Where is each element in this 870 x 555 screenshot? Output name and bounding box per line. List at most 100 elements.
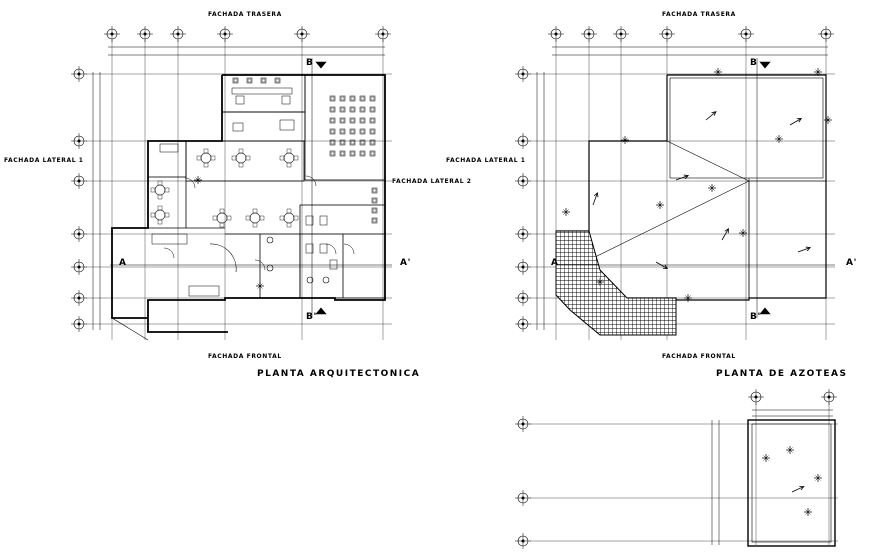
chair (349, 150, 356, 157)
chair (369, 117, 376, 124)
level-marker (596, 278, 604, 286)
front-facade-label: FACHADA FRONTAL (208, 353, 282, 360)
sink (322, 276, 330, 284)
table-set (196, 148, 216, 168)
slope-arrow (675, 174, 690, 181)
small-roof-plan (515, 389, 838, 549)
toilet (319, 243, 328, 254)
chair (359, 150, 366, 157)
roof-rear-facade-label: FACHADA TRASERA (662, 11, 736, 18)
slope-arrow (705, 111, 717, 121)
section-a-marker: A (119, 258, 127, 268)
desk (159, 143, 179, 153)
architectural-plan-title: PLANTA ARQUITECTONICA (257, 369, 421, 379)
level-marker (814, 474, 822, 482)
rear-facade-label: FACHADA TRASERA (208, 11, 282, 18)
level-marker (775, 135, 783, 143)
grid-bubble (71, 66, 87, 82)
door-swing (184, 177, 196, 189)
chair (232, 77, 239, 84)
section-a-prime-marker: A' (400, 258, 411, 268)
grid-bubble (515, 533, 531, 549)
grid-bubble (137, 26, 153, 42)
chair (359, 128, 366, 135)
grid-bubble (515, 226, 531, 242)
section-arrow (315, 307, 327, 315)
grid-bubble (515, 259, 531, 275)
chair (329, 139, 336, 146)
access-line (111, 317, 149, 341)
grid-bubble (71, 316, 87, 332)
level-marker (762, 454, 770, 462)
grid-bubble (738, 26, 754, 42)
grid-bubble (104, 26, 120, 42)
chair (359, 95, 366, 102)
grid-bubble (515, 490, 531, 506)
section-arrow (759, 61, 771, 69)
chair (349, 139, 356, 146)
grid-bubble (71, 173, 87, 189)
table-set (279, 148, 299, 168)
chair (339, 95, 346, 102)
desk (279, 119, 295, 131)
level-marker (804, 508, 812, 516)
table-set (212, 208, 232, 228)
table-set (279, 208, 299, 228)
chair (371, 187, 378, 194)
level-marker (656, 201, 664, 209)
chair (371, 207, 378, 214)
classroom (304, 74, 386, 181)
grid-bubble (515, 133, 531, 149)
chair (349, 95, 356, 102)
level-marker (739, 229, 747, 237)
sink (306, 276, 314, 284)
chair (371, 217, 378, 224)
curved-wall (209, 243, 237, 273)
chair (349, 128, 356, 135)
chair (339, 150, 346, 157)
roof-lateral-facade-1-label: FACHADA LATERAL 1 (446, 157, 526, 164)
grid-bubble (170, 26, 186, 42)
office-mid (221, 111, 306, 142)
lateral-facade-1-label: FACHADA LATERAL 1 (4, 157, 84, 164)
level-marker (714, 68, 722, 76)
chair (369, 139, 376, 146)
grid-bubble (821, 389, 837, 405)
door-swing (325, 243, 337, 255)
grid-bubble (581, 26, 597, 42)
roof-ridge (666, 140, 750, 182)
toilet (329, 259, 338, 270)
level-marker (684, 294, 692, 302)
chair (339, 106, 346, 113)
grid-bubble (515, 66, 531, 82)
desk (231, 87, 293, 95)
small-roof-inner (751, 423, 832, 543)
chair (371, 197, 378, 204)
chair (359, 117, 366, 124)
chair (369, 95, 376, 102)
desk (232, 122, 244, 132)
office-top (221, 74, 306, 113)
chair (339, 128, 346, 135)
chair (274, 77, 281, 84)
table-set (150, 205, 170, 225)
grid-bubble (217, 26, 233, 42)
grid-bubble (71, 290, 87, 306)
level-marker (824, 116, 832, 124)
grid-bubble (71, 259, 87, 275)
door-swing (163, 247, 175, 259)
chair (339, 139, 346, 146)
chair (359, 106, 366, 113)
chair (339, 117, 346, 124)
chair (349, 117, 356, 124)
grid-bubble (515, 290, 531, 306)
chair (369, 150, 376, 157)
section-b-prime-marker: B' (306, 312, 317, 322)
toilet (305, 215, 314, 226)
grid-bubble (748, 389, 764, 405)
grid-bubble (515, 173, 531, 189)
roof-ridge (588, 180, 750, 261)
sofa (188, 285, 220, 297)
meeting-area (185, 140, 305, 182)
